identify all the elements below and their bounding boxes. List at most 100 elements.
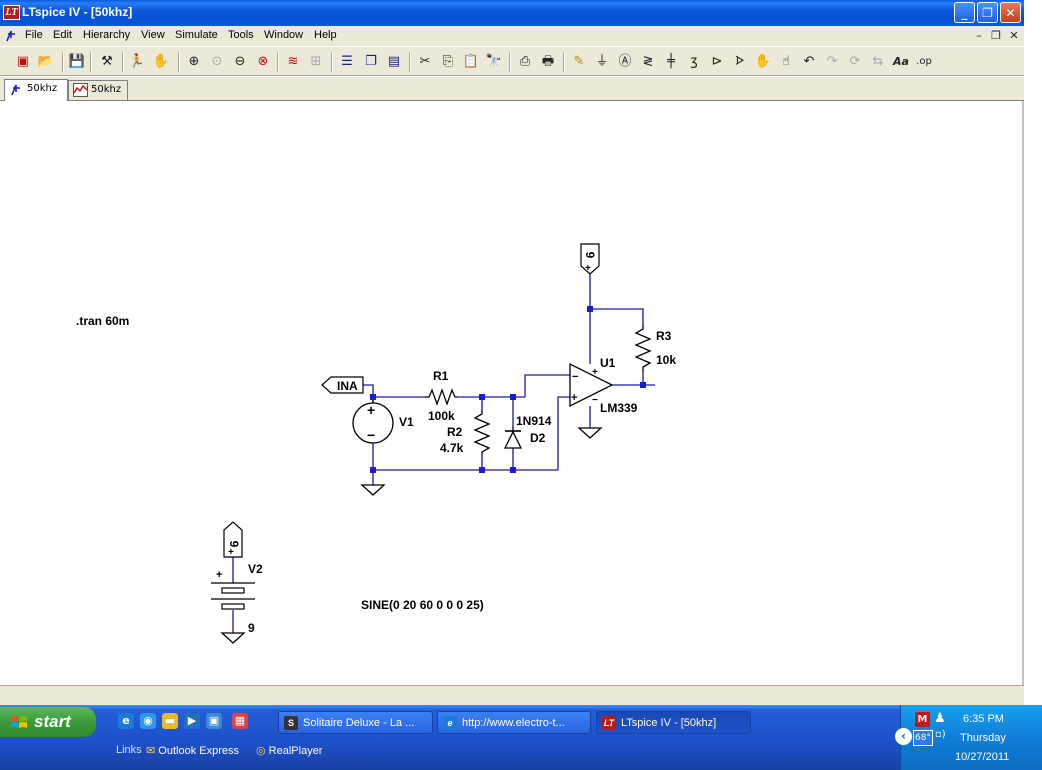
- net-label-text: INA: [337, 379, 358, 393]
- show-hidden-icons-button[interactable]: ‹: [895, 728, 912, 745]
- capacitor-icon[interactable]: ╪: [667, 54, 675, 69]
- move-icon[interactable]: ✋: [754, 54, 772, 69]
- undo-icon[interactable]: ↶: [803, 54, 815, 69]
- network-icon[interactable]: ▫): [935, 729, 946, 740]
- supply-flag-9v[interactable]: 9 +: [580, 243, 600, 275]
- inductor-icon[interactable]: ʒ: [690, 54, 698, 69]
- tile-vertical-icon[interactable]: ▤: [387, 54, 401, 69]
- link-realplayer[interactable]: ◎ RealPlayer: [256, 744, 322, 757]
- mdi-minimize-button[interactable]: –: [976, 29, 982, 42]
- spice-directive-icon[interactable]: .op: [916, 56, 932, 67]
- control-panel-icon[interactable]: ⚒: [101, 54, 113, 69]
- supply-flag-text: 9: [583, 252, 597, 259]
- player-icon[interactable]: ▶: [184, 713, 200, 729]
- drag-icon[interactable]: ☝: [782, 54, 790, 69]
- battery-v2[interactable]: + V2 9: [211, 562, 263, 635]
- menu-simulate[interactable]: Simulate: [175, 29, 218, 41]
- find-icon[interactable]: 🔭: [485, 54, 503, 69]
- grid-icon[interactable]: ⊞: [310, 54, 322, 69]
- task-ltspice[interactable]: LT LTspice IV - [50khz]: [596, 711, 751, 734]
- tray-time[interactable]: 6:35 PM: [963, 713, 1004, 725]
- save-icon[interactable]: 💾: [68, 54, 86, 69]
- halt-icon[interactable]: ✋: [152, 54, 170, 69]
- schematic-doc-icon[interactable]: [4, 29, 18, 43]
- u1-plus-pin: +: [571, 392, 577, 404]
- antivirus-shield-icon[interactable]: M: [915, 712, 930, 727]
- tab-schematic-50khz[interactable]: 50khz: [4, 79, 68, 101]
- task-browser[interactable]: e http://www.electro-t...: [437, 711, 591, 734]
- diode-icon[interactable]: ⊳: [711, 54, 723, 69]
- comparator-u1[interactable]: − + + − U1 LM339: [569, 356, 638, 415]
- ie-icon[interactable]: e: [118, 713, 134, 729]
- menu-view[interactable]: View: [141, 29, 165, 41]
- document-tabs: 50khz 50khz: [0, 77, 1024, 101]
- paste-icon[interactable]: 📋: [462, 54, 480, 69]
- print-setup-icon[interactable]: ⎙: [519, 54, 531, 69]
- u1-ref: U1: [600, 356, 616, 370]
- tab-waveform-50khz[interactable]: 50khz: [68, 80, 128, 100]
- minimize-button[interactable]: _: [954, 2, 975, 23]
- task-solitaire[interactable]: S Solitaire Deluxe - La ...: [278, 711, 433, 734]
- net-label-ina[interactable]: INA: [321, 376, 364, 394]
- user-icon[interactable]: ♟: [934, 711, 946, 726]
- menu-tools[interactable]: Tools: [228, 29, 254, 41]
- run-icon[interactable]: 🏃: [128, 54, 146, 69]
- redo-icon[interactable]: ↷: [826, 54, 838, 69]
- v2-value: 9: [248, 621, 255, 635]
- ltspice-app-icon[interactable]: LT: [3, 5, 20, 20]
- link-outlook-express[interactable]: ✉ Outlook Express: [146, 744, 239, 757]
- mirror-icon[interactable]: ⇆: [872, 54, 884, 69]
- new-schematic-icon[interactable]: ▣: [16, 54, 30, 69]
- start-button[interactable]: start: [0, 707, 96, 737]
- media-icon[interactable]: ◉: [140, 713, 156, 729]
- title-bar[interactable]: LT LTspice IV - [50khz] _ ❐ ✕: [0, 0, 1024, 26]
- schematic-drawing[interactable]: INA R1 100k R2 4.7k 1N914 D2: [0, 101, 1022, 685]
- rotate-icon[interactable]: ⟳: [849, 54, 861, 69]
- autorange-icon[interactable]: ≋: [287, 54, 299, 69]
- desktop-icon[interactable]: ▣: [206, 713, 222, 729]
- maximize-button[interactable]: ❐: [977, 2, 998, 23]
- zoom-fit-icon[interactable]: ⊗: [257, 54, 269, 69]
- menu-window[interactable]: Window: [264, 29, 304, 41]
- zoom-in-icon[interactable]: ⊕: [188, 54, 200, 69]
- links-toolbar-label[interactable]: Links: [116, 744, 142, 756]
- spice-directive-tran[interactable]: .tran 60m: [76, 314, 129, 328]
- source-value-sine[interactable]: SINE(0 20 60 0 0 0 25): [361, 598, 484, 612]
- ground-symbol[interactable]: [360, 484, 386, 496]
- mdi-close-button[interactable]: ✕: [1009, 29, 1019, 42]
- ground-icon[interactable]: ⏚: [595, 54, 609, 69]
- menu-edit[interactable]: Edit: [53, 29, 72, 41]
- resistor-icon[interactable]: ≷: [642, 54, 654, 69]
- diode-d2[interactable]: 1N914 D2: [503, 414, 552, 449]
- supply-flag-9v[interactable]: 9 +: [223, 521, 243, 558]
- paint-icon[interactable]: ▦: [232, 713, 248, 729]
- menu-help[interactable]: Help: [314, 29, 337, 41]
- menu-file[interactable]: File: [25, 29, 43, 41]
- menu-hierarchy[interactable]: Hierarchy: [83, 29, 131, 41]
- resistor-r1[interactable]: R1 100k: [425, 369, 458, 423]
- cascade-icon[interactable]: ❐: [365, 54, 377, 69]
- mdi-restore-button[interactable]: ❐: [991, 29, 1001, 42]
- wires[interactable]: [232, 274, 655, 633]
- close-button[interactable]: ✕: [1000, 2, 1021, 23]
- ground-symbol[interactable]: [577, 427, 603, 439]
- copy-icon[interactable]: ⎘: [442, 54, 454, 69]
- pan-icon[interactable]: ⊙: [211, 54, 223, 69]
- label-net-icon[interactable]: Ⓐ: [618, 54, 632, 69]
- zoom-out-icon[interactable]: ⊖: [234, 54, 246, 69]
- component-icon[interactable]: ᗌ: [735, 54, 745, 69]
- folder-icon[interactable]: ▬: [162, 713, 178, 729]
- print-icon[interactable]: 🖶: [541, 54, 555, 69]
- cut-icon[interactable]: ✂: [419, 54, 431, 69]
- draw-wire-icon[interactable]: ✎: [573, 54, 585, 69]
- voltage-source-v1[interactable]: + − V1: [352, 400, 414, 444]
- text-icon[interactable]: Aa: [893, 55, 909, 68]
- ground-symbol[interactable]: [220, 632, 246, 644]
- resistor-r2[interactable]: R2 4.7k: [440, 410, 491, 455]
- temperature-badge[interactable]: 68°: [913, 730, 933, 746]
- schematic-canvas[interactable]: INA R1 100k R2 4.7k 1N914 D2: [0, 101, 1024, 685]
- resistor-r3[interactable]: R3 10k: [634, 325, 676, 372]
- tile-horizontal-icon[interactable]: ☰: [341, 54, 353, 69]
- open-folder-icon[interactable]: 📂: [37, 54, 55, 69]
- tab-label: 50khz: [91, 84, 122, 95]
